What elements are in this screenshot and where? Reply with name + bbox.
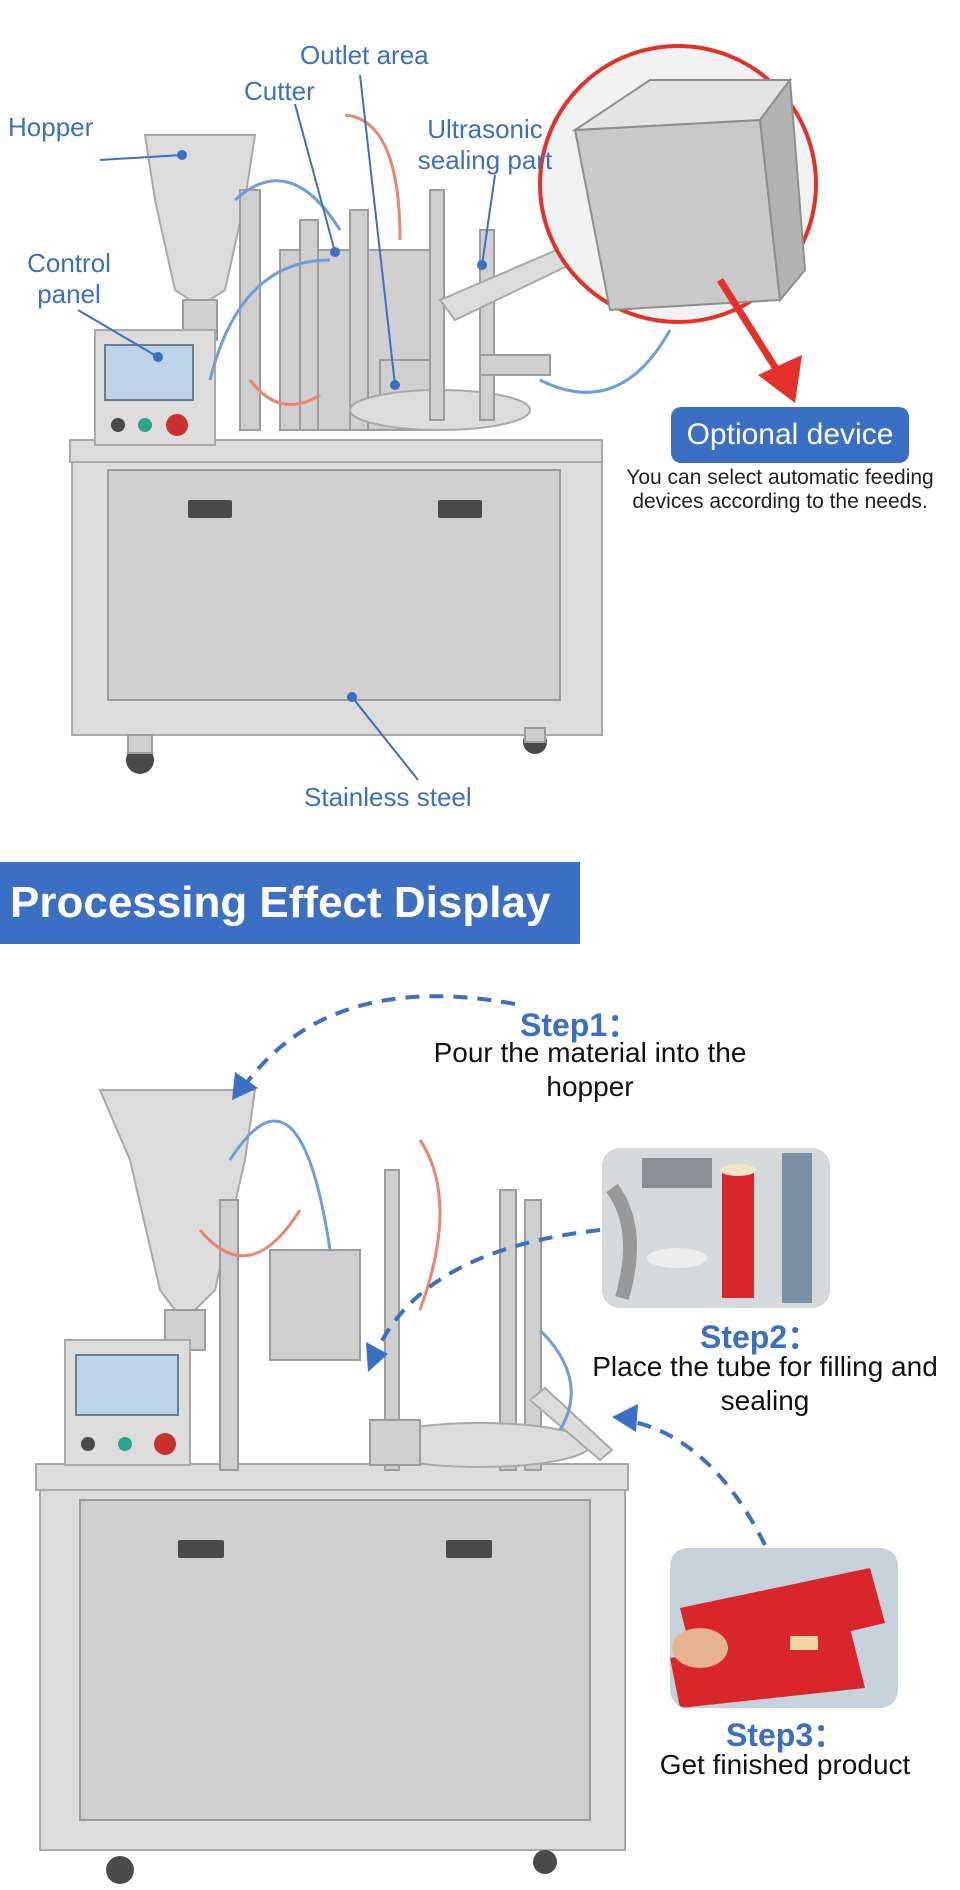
step2-title: Step2： <box>700 1319 820 1355</box>
label-stainless-steel: Stainless steel <box>304 782 472 812</box>
step2-photo <box>602 1148 830 1308</box>
red-arrow-icon <box>717 278 802 403</box>
optional-device-badge: Optional device <box>671 407 909 463</box>
step3-description: Get finished product <box>659 1749 911 1780</box>
step1-description: Pour the material into the hopper <box>433 1037 747 1102</box>
machine-illustration-bottom <box>35 1089 629 1884</box>
step3-title: Step3： <box>726 1717 846 1753</box>
step2-description: Place the tube for filling and sealing <box>592 1351 938 1416</box>
label-hopper: Hopper <box>8 112 94 142</box>
label-cutter: Cutter <box>244 76 315 106</box>
tube-filling-image <box>602 1148 830 1308</box>
label-outlet-area: Outlet area <box>300 40 429 70</box>
step1-title: Step1： <box>520 1007 640 1043</box>
label-ultrasonic-sealing: Ultrasonic sealing part <box>417 114 553 176</box>
finished-tubes-image <box>670 1548 898 1708</box>
optional-device-callout <box>538 44 818 324</box>
section-banner: Processing Effect Display <box>0 862 580 944</box>
optional-device-note: You can select automatic feeding devices… <box>626 466 934 514</box>
label-leader-lines <box>77 74 496 781</box>
machine-illustration-top <box>69 113 672 774</box>
label-control-panel: Control panel <box>27 248 111 310</box>
step3-photo <box>670 1548 898 1708</box>
step-arrows <box>232 994 767 1546</box>
